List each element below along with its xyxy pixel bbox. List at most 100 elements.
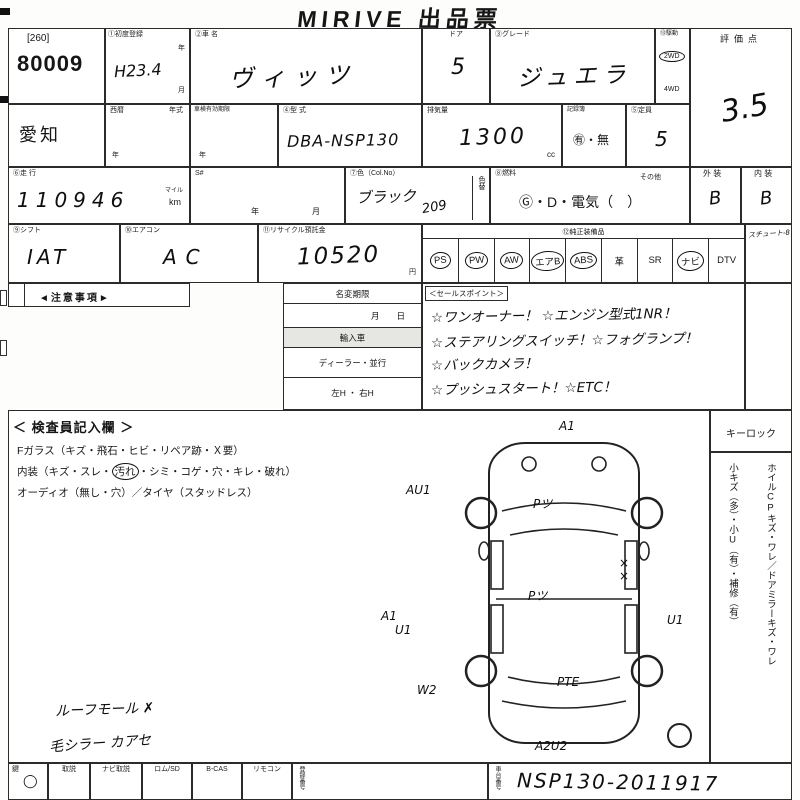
shaken-cell: 車検有効期限 年 [190,104,278,167]
side-note-cell: スチュート-8 [745,224,792,283]
door-value: 5 [451,55,465,80]
equipment-item: ABS [565,239,601,282]
score-cell: 評価点 3.5 [690,28,792,167]
record-book-label: 記録簿 [567,107,586,113]
fuel-other-label: その他 [640,174,661,181]
navi-manual-label: ナビ取説 [102,766,130,773]
month-unit: 月 [178,87,185,95]
interior-line-pre: 内装（キズ・スレ・ [17,466,112,478]
interior-circled-item: 汚れ [111,463,139,480]
capacity-label: ⑤定員 [631,107,652,114]
damage-mark: W2 [417,683,437,697]
mileage-label: ⑥走 行 [13,170,36,177]
equipment-item: PW [457,239,494,282]
equipment-item: エアB [529,239,566,282]
equipment-circle: ABS [569,251,598,270]
score-label: 評価点 [719,34,762,44]
record-book-cell: 記録簿 ㊒・無 [562,104,626,167]
inspector-header: ＜ 検査員記入欄 ＞ [13,420,135,435]
dealer-parallel-label: ディーラー・並行 [284,348,421,378]
yen-unit: 円 [409,269,416,277]
nenshiki-label: 年式 [169,107,183,114]
exterior-value: B [707,187,723,210]
chassis-number-value: NSP130-2011917 [516,768,720,796]
equipment-text: エアB [534,255,561,269]
interior-line-post: ・シミ・コゲ・穴・キレ・破れ） [138,466,297,478]
car-diagram [434,431,704,756]
capacity-value: 5 [655,127,668,151]
equipment-text: AW [504,254,520,267]
drive-2wd-selected: 2WD [659,51,685,62]
notice-cell: ◄注意事項► [8,283,190,307]
lot-bracket: [260] [27,33,50,44]
remote-label: リモコン [253,766,281,773]
damage-mark: A2U2 [535,739,568,753]
name-change-cell: 名変期限 月 日 輸入車 ディーラー・並行 左H ・ 右H [283,283,422,410]
equipment-circle: ナビ [676,249,706,272]
prefecture-cell: 愛知 [8,104,105,167]
interior-value: B [758,187,774,210]
exterior-grade-cell: 外 装 B [690,167,741,224]
aircon-cell: ⑩エアコン AC [120,224,258,283]
equipment-text: ABS [573,254,594,267]
car-name-value: ヴィッツ [228,60,358,94]
equipment-circle: エアB [530,249,566,272]
key-label: 鍵 [12,766,19,773]
color-value: ブラック [355,186,417,208]
manual-cell: 取説 [48,763,90,800]
shift-cell: ⑨シフト IAT [8,224,120,283]
edge-mark [0,96,10,103]
lot-number: 80009 [17,51,84,76]
drive-4wd: 4WD [664,86,680,93]
registration-number-label: 登録番号 [298,766,304,790]
equipment-text: DTV [717,255,737,266]
bcas-label: B-CAS [206,766,228,773]
equipment-text: 革 [614,256,625,268]
aircon-value: AC [163,245,209,269]
shift-value: IAT [27,245,70,269]
interior-line: 内装（キズ・スレ・汚れ・シミ・コゲ・穴・キレ・破れ） [17,463,296,480]
grade-label: ③グレード [495,31,530,38]
equipment-circle: AW [499,251,524,270]
year-unit: 年 [251,207,259,217]
chassis-number-label: 車台番号 [494,766,500,790]
fuel-label: ⑧燃料 [495,170,516,177]
rom-sd-cell: ロム/SD [142,763,192,800]
car-name-cell: ②車 名 ヴィッツ [190,28,422,104]
equipment-item: DTV [708,239,744,282]
drive-cell: ⑬駆動 2WD 4WD [655,28,690,104]
sales-line: ☆プッシュスタート！☆ETC！ [430,379,617,399]
import-label: 輸入車 [284,328,421,348]
notice-subbox [9,284,25,306]
equipment-item: SR [636,239,673,282]
damage-mark: A1 [381,609,397,623]
year-unit: 年 [112,152,119,160]
edge-mark [0,8,10,15]
equipment-row: PS PW AW エアB ABS 革 SR ナビ DTV [423,239,744,282]
navi-manual-cell: ナビ取説 [90,763,142,800]
keylock-cell: キーロック [710,410,792,452]
audio-tire-line: オーディオ（無し・穴）／タイヤ（スタッドレス） [17,487,258,499]
handle-position-label: 左H ・ 右H [331,388,374,398]
fuel-options: Ⓖ・D・電気（ ） [519,194,642,210]
sales-line: ☆バックカメラ！ [430,356,538,374]
mileage-value: 110946 [17,188,130,212]
key-check-mark: ◯ [23,774,38,789]
margin-box [0,340,7,356]
right-notes-cell: ホイルCPキズ・ワレ／ドアミラーキズ・ワレ 小キズ（多）・小U（有）・補修（有） [710,452,792,763]
shift-label: ⑨シフト [13,227,41,234]
color-code-value: 209 [420,197,448,218]
year-unit: 年 [178,45,185,52]
displacement-cell: 排気量 1300 cc [422,104,562,167]
equipment-text: SR [648,255,662,266]
color-change-label: 色替 [472,176,486,220]
first-registration-value: H23.4 [113,59,163,82]
first-registration-label: ①初度登録 [108,31,143,38]
inspector-area: ＜ 検査員記入欄 ＞ Fガラス（キズ・飛石・ヒビ・リペア跡・Ｘ要） 内装（キズ・… [8,410,710,763]
damage-mark: A1 [559,419,575,433]
sales-points-cell: ＜セールスポイント＞ ☆ワンオーナー！ ☆エンジン型式1NR！ ☆ステアリングス… [422,283,745,410]
interior-label: 内 装 [754,169,773,178]
key-cell: 鍵 ◯ [8,763,48,800]
record-book-options: ㊒・無 [573,133,610,147]
color-label: ⑦色（Col.No） [350,170,400,177]
